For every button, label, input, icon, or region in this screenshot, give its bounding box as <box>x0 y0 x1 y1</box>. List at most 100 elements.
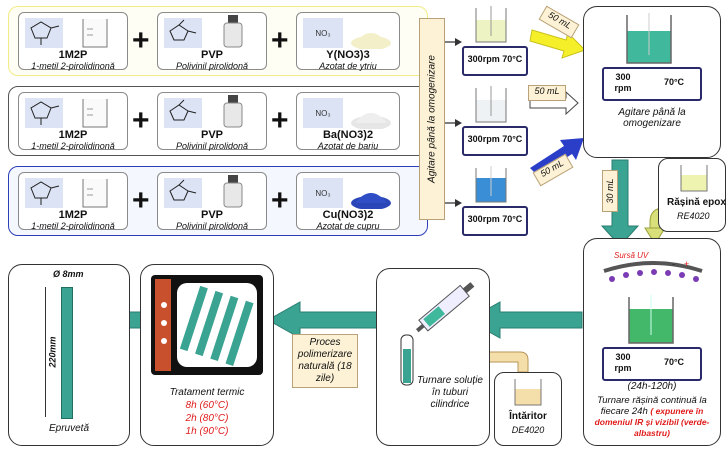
stirrer-setting: 300rpm 70°C <box>467 134 523 144</box>
heat-step-2: 2h (80°C) <box>185 413 229 424</box>
polymer-formula: PVP <box>200 129 223 141</box>
uv-time: (24h-120h) <box>627 381 677 392</box>
salt-name: Azotat de bariu <box>317 141 379 151</box>
arrow-pour-to-heat <box>266 301 389 339</box>
powder-icon <box>351 33 391 49</box>
uv-hotplate: 300 rpm 70°C <box>602 347 702 381</box>
svg-text:+: + <box>684 261 689 269</box>
beaker-icon <box>475 86 507 123</box>
plus-icon: + <box>271 184 289 217</box>
polymer-formula: PVP <box>200 49 223 61</box>
salt-cell: NO₃ Cu(NO3)2 Azotat de cupru <box>296 172 400 231</box>
solvent-cell: 1M2P 1-metil 2-pirolidinonă <box>18 12 128 71</box>
heat-step-3: 1h (90°C) <box>185 426 229 437</box>
salt-cell: NO₃ Ba(NO3)2 Azotat de bariu <box>296 92 400 151</box>
salt-name: Azotat de cupru <box>316 221 380 231</box>
resin-beaker-icon <box>680 165 708 192</box>
arrow-50ml-yellow <box>529 29 586 59</box>
hardener-panel: Întăritor DE4020 <box>494 372 562 446</box>
polymer-cell: PVP Polivinil pirolidonă <box>157 12 267 71</box>
beaker-icon <box>475 6 507 43</box>
arrow-50ml-white <box>529 90 579 116</box>
svg-text:-: - <box>672 261 675 269</box>
salt-formula: Ba(NO3)2 <box>322 129 374 141</box>
heat-panel: Tratament termic 8h (60°C) 2h (80°C) 1h … <box>140 264 274 446</box>
svg-text:NO₃: NO₃ <box>315 29 330 38</box>
beaker-icon <box>475 166 507 203</box>
sample-diameter: Ø 8mm <box>53 269 84 279</box>
solvent-cell: 1M2P 1-metil 2-pirolidinonă <box>18 172 128 231</box>
uv-lamp-icon: +- <box>603 261 703 282</box>
mix-temp: 70°C <box>663 77 685 87</box>
plus-icon: + <box>132 24 150 57</box>
polymer-cell: PVP Polivinil pirolidonă <box>157 92 267 151</box>
solvent-name: 1-metil 2-pirolidinonă <box>31 61 115 71</box>
uv-panel: Sursă UV +- 300 rpm 70°C (24h-120h) Turn… <box>583 238 721 446</box>
uv-beaker-icon <box>628 295 674 344</box>
salt-formula: Y(NO3)3 <box>326 49 370 61</box>
heat-step-1: 8h (60°C) <box>185 400 229 411</box>
vial-icon <box>223 175 243 208</box>
solvent-formula: 1M2P <box>58 129 88 141</box>
stirrer-setting: 300rpm 70°C <box>467 214 523 224</box>
uv-rpm: 300 <box>615 352 631 362</box>
uv-caption: Turnare rășină continuă la fiecare 24h (… <box>594 395 710 438</box>
mix-rpm-unit: rpm <box>614 83 632 93</box>
stirrer-3: 300rpm 70°C <box>460 166 528 236</box>
polymerization-label: Proces polimerizare naturală (18 zile) <box>292 334 358 388</box>
hardener-beaker-icon <box>514 379 542 406</box>
hotplate: 300rpm 70°C <box>462 126 528 156</box>
stirrer-1: 300rpm 70°C <box>460 6 528 76</box>
polymer-formula: PVP <box>200 209 223 221</box>
vial-icon <box>223 15 243 48</box>
mix-rpm: 300 <box>615 72 631 82</box>
sample-caption: Epruvetă <box>48 423 90 434</box>
uv-rpm-unit: rpm <box>614 363 632 373</box>
heat-title: Tratament termic <box>169 387 245 398</box>
uv-temp: 70°C <box>663 357 685 367</box>
nitrate-structure-icon: NO₃ <box>303 178 343 208</box>
resin-code: RE4020 <box>677 211 710 221</box>
mix-caption: Agitare până la omogenizare <box>618 107 686 129</box>
vial-icon <box>223 95 243 128</box>
polymer-cell: PVP Polivinil pirolidonă <box>157 172 267 231</box>
stirrer-setting: 300rpm 70°C <box>467 54 523 64</box>
salt-formula: Cu(NO3)2 <box>322 209 374 221</box>
oven-icon <box>151 275 263 375</box>
syringe-tube-icon <box>400 282 475 386</box>
svg-text:NO₃: NO₃ <box>315 189 330 198</box>
sample-rod <box>61 287 73 419</box>
polymer-name: Polivinil pirolidonă <box>175 141 249 151</box>
plus-icon: + <box>132 184 150 217</box>
pyrrolidinone-structure-icon <box>25 98 63 128</box>
resin-panel: Rășină epoxi RE4020 <box>658 158 726 232</box>
polymer-name: Polivinil pirolidonă <box>175 221 249 231</box>
beaker-icon <box>82 179 108 208</box>
hardener-name: Întăritor <box>509 411 547 422</box>
stirrer-2: 300rpm 70°C <box>460 86 528 156</box>
salt-cell: NO₃ Y(NO3)3 Azotat de ytriu <box>296 12 400 71</box>
vertical-stir-label: Agitare până la omogenizare <box>419 18 445 220</box>
uv-note: ( expunere în domeniul IR și vizibil (ve… <box>594 406 710 438</box>
solvent-name: 1-metil 2-pirolidinonă <box>31 221 115 231</box>
solvent-formula: 1M2P <box>58 49 88 61</box>
nitrate-structure-icon: NO₃ <box>303 98 343 128</box>
resin-name: Rășină epoxi <box>667 197 726 208</box>
plus-icon: + <box>132 104 150 137</box>
powder-icon <box>351 113 391 129</box>
polymer-name: Polivinil pirolidonă <box>175 61 249 71</box>
beaker-icon <box>82 19 108 48</box>
sample-dimension-line <box>45 287 47 417</box>
volume-label-30ml: 30 mL <box>602 170 618 212</box>
pvp-structure-icon <box>164 18 202 48</box>
pour-caption: Turnare soluție în tuburi cilindrice <box>417 375 483 410</box>
solvent-name: 1-metil 2-pirolidinonă <box>31 141 115 151</box>
pvp-structure-icon <box>164 178 202 208</box>
salt-name: Azotat de ytriu <box>319 61 377 71</box>
pyrrolidinone-structure-icon <box>25 178 63 208</box>
beaker-icon <box>82 99 108 128</box>
uv-label: Sursă UV <box>614 251 649 260</box>
volume-label-2: 50 mL <box>528 85 566 101</box>
hotplate: 300rpm 70°C <box>462 206 528 236</box>
mix-beaker-icon <box>626 13 672 64</box>
